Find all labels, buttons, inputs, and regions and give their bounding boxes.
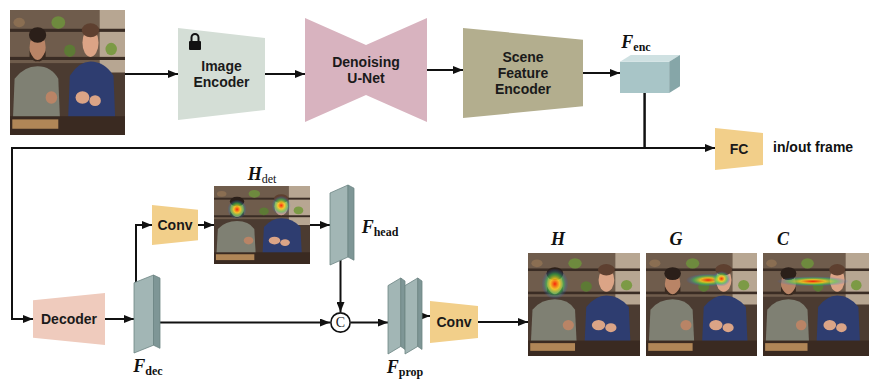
feature-map: Fprop	[388, 278, 422, 354]
node-label: Conv	[437, 314, 472, 330]
feature-tensor-shape	[620, 55, 680, 93]
node-label: Conv	[158, 217, 193, 233]
flow-arrow	[105, 318, 134, 320]
decoder-block: Decoder	[33, 293, 105, 345]
symbol-label: H	[551, 229, 565, 249]
feature-tensor: Fenc	[620, 55, 680, 93]
subscript-label: prop	[399, 365, 423, 379]
symbol-label: F	[387, 357, 399, 377]
conv-layer: Conv	[430, 301, 478, 343]
flow-arrow	[198, 224, 214, 226]
unet-block: Denoising U-Net	[305, 18, 427, 122]
flow-arrow	[136, 225, 152, 283]
flow-arrow	[12, 93, 645, 319]
feature-map: Fdec	[134, 275, 160, 353]
symbol-label: F	[621, 32, 633, 52]
conv-layer: Conv	[152, 205, 198, 245]
node-label: Denoising U-Net	[326, 54, 406, 86]
symbol-label: G	[670, 229, 683, 249]
concat-symbol: C	[330, 312, 351, 333]
heatmap-image: G	[646, 253, 757, 356]
heatmap-image-shape	[528, 253, 640, 356]
subscript-label: head	[374, 225, 399, 239]
node-label: Decoder	[41, 311, 97, 327]
flow-arrow	[351, 322, 388, 324]
flow-arrow	[422, 315, 430, 317]
subscript-label: enc	[633, 40, 650, 54]
heatmap-image: H	[528, 253, 640, 356]
feature-map-shape	[134, 275, 160, 353]
heatmap-image-shape	[763, 253, 869, 356]
input-arrow	[125, 73, 178, 75]
lock-icon	[189, 34, 201, 50]
node-label: FC	[730, 141, 749, 157]
fc-layer: FC	[715, 128, 763, 170]
feature-map: Fhead	[330, 185, 354, 265]
feature-map-shape	[330, 185, 354, 265]
flow-arrow	[310, 224, 330, 226]
subscript-label: det	[262, 172, 277, 186]
subscript-label: dec	[145, 364, 162, 378]
encoder-block: Scene Feature Encoder	[463, 28, 583, 118]
heatmap-image: C	[763, 253, 869, 356]
node-label: Image Encoder	[190, 58, 254, 90]
flow-arrow	[160, 322, 330, 324]
heatmap-image-shape	[214, 186, 310, 264]
symbol-label: H	[248, 164, 262, 184]
feature-map-shape	[388, 278, 422, 354]
flow-arrow	[645, 93, 715, 148]
flow-arrow	[340, 260, 342, 312]
heatmap-image: Hdet	[214, 186, 310, 264]
symbol-label: F	[362, 217, 374, 237]
symbol-label: F	[133, 356, 145, 376]
flow-arrow	[265, 73, 305, 75]
flow-arrow	[583, 72, 620, 74]
input-photo	[10, 10, 125, 135]
heatmap-image-shape	[646, 253, 757, 356]
node-label: C	[336, 316, 345, 330]
flow-arrow	[427, 69, 463, 71]
symbol-label: C	[777, 229, 789, 249]
output-label: in/out frame	[773, 139, 853, 156]
flow-arrow	[478, 321, 528, 323]
node-label: Scene Feature Encoder	[481, 49, 565, 97]
